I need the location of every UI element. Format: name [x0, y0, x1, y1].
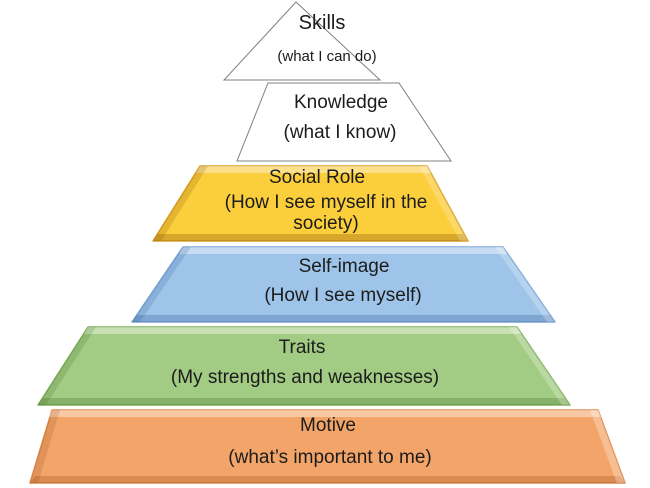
level-title-traits: Traits [278, 337, 326, 358]
pyramid-level-skills-shape [222, 1, 382, 81]
pyramid-level-self-image-shape [131, 246, 556, 323]
level-subtitle-self-image: (How I see myself) [264, 285, 422, 306]
pyramid-level-social-role-shape [152, 165, 469, 242]
pyramid-level-knowledge-shape [236, 82, 452, 162]
level-subtitle-motive: (what’s important to me) [228, 447, 432, 468]
level-title-social-role: Social Role [268, 167, 366, 188]
level-title-skills: Skills [298, 12, 346, 34]
pyramid-level-motive-shape [29, 409, 626, 484]
level-title-knowledge: Knowledge [293, 92, 389, 113]
level-title-self-image: Self-image [298, 256, 390, 277]
pyramid-level-traits-shape [37, 326, 571, 406]
level-subtitle-knowledge: (what I know) [283, 122, 397, 143]
level-title-motive: Motive [300, 415, 356, 436]
level-subtitle-skills: (what I can do) [277, 48, 377, 65]
level-subtitle-traits: (My strengths and weaknesses) [170, 367, 440, 388]
level-subtitle-social-role: (How I see myself in the society) [224, 192, 428, 234]
